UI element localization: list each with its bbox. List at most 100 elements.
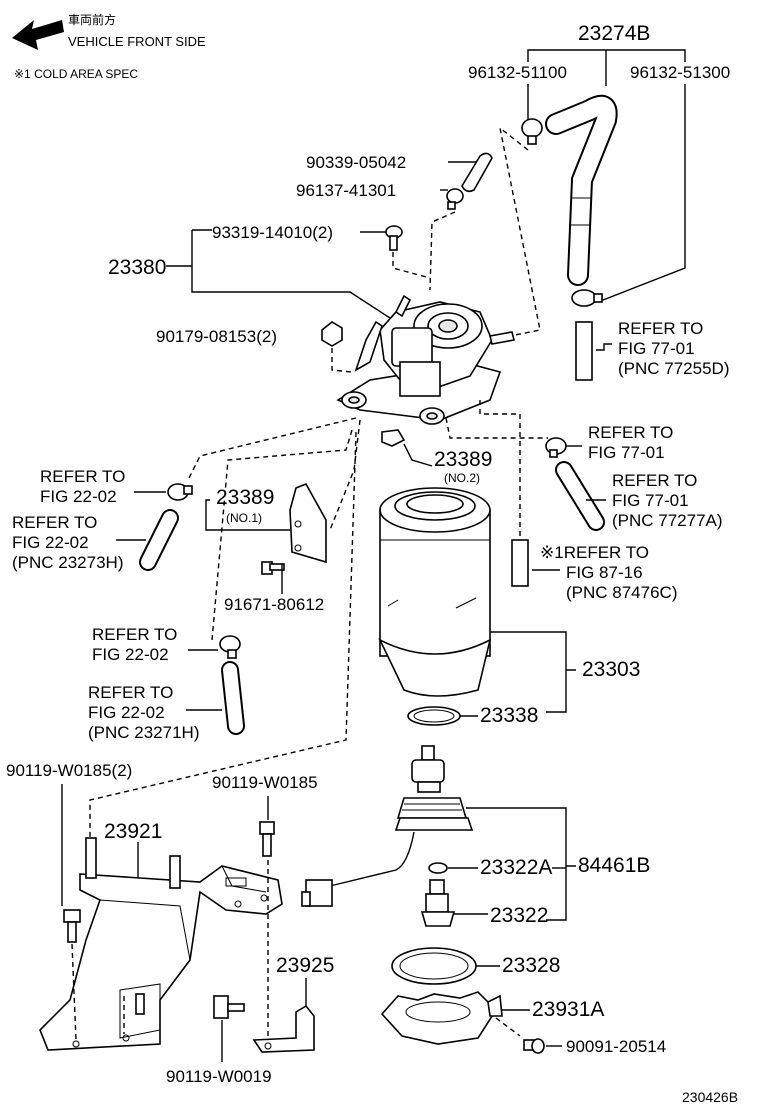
label-23921: 23921 bbox=[104, 820, 162, 843]
nut-90179-08153-icon bbox=[321, 321, 343, 347]
label-23380: 23380 bbox=[108, 256, 166, 279]
label-23303: 23303 bbox=[582, 658, 640, 681]
vehicle-front-arrow-icon bbox=[12, 20, 64, 50]
label-23328: 23328 bbox=[502, 954, 560, 977]
drain-plug-23322-icon bbox=[420, 879, 456, 927]
label-ref-77255D-2: FIG 77-01 bbox=[618, 339, 695, 358]
cap-90339-05042-icon bbox=[461, 152, 493, 193]
clip-2202-icon bbox=[167, 483, 193, 501]
label-ref-23273H-3: (PNC 23273H) bbox=[12, 553, 124, 572]
screw-93319-14010-icon bbox=[385, 225, 403, 251]
label-93319-14010: 93319-14010(2) bbox=[212, 223, 333, 242]
leader-23389-no1 bbox=[205, 499, 290, 531]
leader-77255D bbox=[596, 343, 612, 351]
clip-2202c-icon bbox=[219, 635, 241, 659]
label-ref-77277A-1: REFER TO bbox=[612, 471, 697, 490]
hose-77277A bbox=[555, 461, 605, 531]
fuel-hose-23274B bbox=[545, 94, 618, 286]
dash-screw-20514 bbox=[495, 1017, 521, 1037]
dash-to-87476C bbox=[479, 400, 521, 540]
label-90179-08153: 90179-08153(2) bbox=[156, 327, 277, 346]
bolt-90119-W0185-icon bbox=[259, 821, 275, 857]
diagram-id: 230426B bbox=[682, 1089, 738, 1105]
jp-front-label: 車両前方 bbox=[68, 12, 116, 27]
dash-to-2202c bbox=[211, 429, 353, 641]
hose-end-77255D bbox=[575, 321, 593, 381]
label-ref-7701-2: FIG 77-01 bbox=[588, 443, 665, 462]
dash-bolt-left bbox=[71, 943, 77, 1041]
dash-head-to-bracket bbox=[89, 431, 357, 840]
label-ref-23271H-1: REFER TO bbox=[88, 683, 173, 702]
o-ring-23322A-icon bbox=[428, 862, 448, 874]
label-23322: 23322 bbox=[490, 904, 548, 927]
bolt-90119-W0185-left-icon bbox=[63, 909, 81, 943]
label-ref-77277A-3: (PNC 77277A) bbox=[612, 511, 723, 530]
label-ref-77255D-1: REFER TO bbox=[618, 319, 703, 338]
bracket-23925 bbox=[252, 1004, 315, 1053]
dash-to-2202 bbox=[187, 417, 357, 481]
leader-96132-51300 bbox=[597, 84, 686, 303]
gasket-23328-icon bbox=[391, 947, 477, 985]
label-91671-80612: 91671-80612 bbox=[224, 595, 324, 614]
clip-7701-icon bbox=[545, 437, 567, 458]
bolt-91671-80612-icon bbox=[261, 561, 285, 575]
label-23931A: 23931A bbox=[532, 998, 604, 1021]
dash-screw bbox=[392, 252, 431, 279]
label-ref-23271H-3: (PNC 23271H) bbox=[88, 723, 200, 742]
label-96132-51100: 96132-51100 bbox=[468, 63, 567, 82]
label-84461B: 84461B bbox=[578, 854, 650, 877]
mounting-bracket-23921 bbox=[39, 837, 283, 1051]
o-ring-23338-icon bbox=[407, 706, 461, 726]
label-23389-no1: 23389 bbox=[216, 486, 274, 509]
dash-to-7701 bbox=[445, 417, 548, 439]
bolt-90119-W0019-icon bbox=[213, 995, 245, 1019]
bracket-23303 bbox=[490, 631, 576, 713]
label-96137-41301: 96137-41301 bbox=[296, 181, 396, 200]
label-ref-23273H-1: REFER TO bbox=[12, 513, 97, 532]
fuel-filter-23303 bbox=[378, 487, 492, 697]
clip-96137-41301-icon bbox=[446, 188, 464, 210]
hose-clamp-96132-51100-icon bbox=[521, 118, 543, 145]
label-90339-05042: 90339-05042 bbox=[306, 153, 406, 172]
label-23322A: 23322A bbox=[480, 856, 552, 879]
label-ref-2202-2: FIG 22-02 bbox=[40, 487, 117, 506]
label-23925: 23925 bbox=[276, 954, 334, 977]
label-ref-23271H-2: FIG 22-02 bbox=[88, 703, 165, 722]
fuel-filter-head-23380 bbox=[336, 294, 515, 425]
label-ref-87476C-1: ※1REFER TO bbox=[540, 543, 649, 562]
label-90119-W0019: 90119-W0019 bbox=[166, 1067, 272, 1086]
bracket-23389-no1 bbox=[289, 482, 327, 564]
label-90119-W0185-2: 90119-W0185(2) bbox=[6, 761, 132, 780]
label-23338: 23338 bbox=[480, 704, 538, 727]
label-ref-77255D-3: (PNC 77255D) bbox=[618, 359, 730, 378]
label-ref-2202-1: REFER TO bbox=[40, 467, 125, 486]
label-ref-2202c-1: REFER TO bbox=[92, 625, 177, 644]
label-90091-20514: 90091-20514 bbox=[566, 1037, 666, 1056]
hose-23271H bbox=[221, 661, 245, 735]
label-90119-W0185: 90119-W0185 bbox=[212, 773, 318, 792]
label-ref-7701-1: REFER TO bbox=[588, 423, 673, 442]
dash-bracket-no1 bbox=[329, 419, 361, 531]
bracket-23380 bbox=[166, 230, 391, 319]
cold-area-note: ※1 COLD AREA SPEC bbox=[14, 67, 138, 81]
retainer-ring-23931A bbox=[380, 991, 503, 1045]
label-ref-87476C-3: (PNC 87476C) bbox=[566, 583, 678, 602]
clip-23389-no2-icon bbox=[381, 429, 406, 447]
dash-hose-to-filter bbox=[498, 126, 541, 339]
water-sensor-84461B bbox=[301, 745, 474, 907]
bracket-84461B bbox=[466, 807, 576, 921]
hose-clamp-96132-51300-icon bbox=[571, 289, 603, 307]
label-23389-no1-sub: (NO.1) bbox=[226, 511, 262, 525]
label-ref-23273H-2: FIG 22-02 bbox=[12, 533, 89, 552]
label-ref-87476C-2: FIG 87-16 bbox=[566, 563, 643, 582]
label-ref-77277A-2: FIG 77-01 bbox=[612, 491, 689, 510]
leader-23389-no2 bbox=[403, 443, 433, 467]
label-23274B: 23274B bbox=[578, 22, 650, 45]
hose-87476C bbox=[511, 539, 529, 587]
label-96132-51300: 96132-51300 bbox=[630, 63, 730, 82]
hose-23273H bbox=[139, 509, 179, 571]
dash-clip bbox=[429, 211, 456, 291]
dash-nut bbox=[331, 348, 353, 373]
